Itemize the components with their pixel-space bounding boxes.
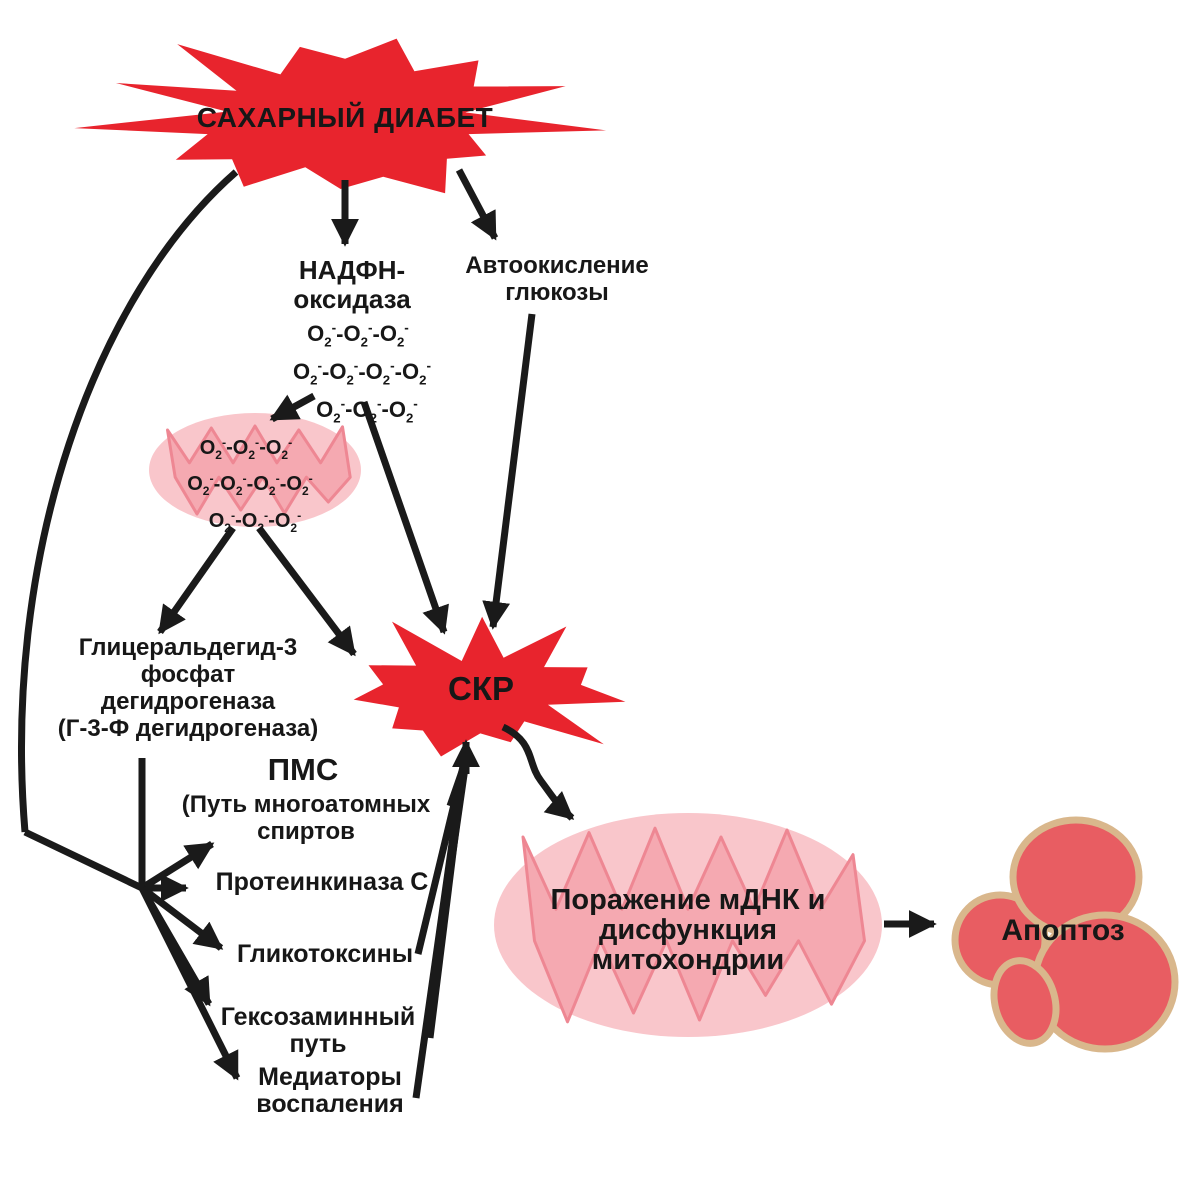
hexo-line1: Гексозаминный [220,1003,416,1031]
superoxide-radical: O2- [241,508,269,535]
superoxide-radical: O2- [329,358,359,388]
arrow-junction-mediators [138,886,241,1081]
superoxide-radical: O2- [402,358,432,388]
node-glycotoxins: Гликотоксины [236,940,414,968]
ros-row: O2--O2--O2- [307,321,409,350]
ros-row: O2--O2--O2- [208,508,302,535]
superoxide-radical: O2- [253,471,280,499]
nadph-line1: НАДФН- [298,255,406,285]
node-g3f-dehydrogenase: Глицеральдегид-3 фосфат дегидрогеназа (Г… [58,634,318,742]
node-nadph-oxidase: НАДФН- оксидаза [293,256,410,314]
diabetes-starburst [74,38,607,194]
curve-diabetes-left [18,169,239,833]
apoptosis-cell [951,816,1179,1053]
arrow-ellipse-g3f [157,525,236,635]
mito-line1: Поражение мДНК и [550,884,826,916]
superoxide-radical: O2- [388,396,418,426]
superoxide-radical: O2- [265,435,293,462]
arrow-diabetes-autoox [455,168,499,241]
arrow-ellipse-skr [256,525,357,657]
ros-row: O2--O2--O2--O2- [292,358,432,388]
superoxide-radical: O2- [208,508,236,535]
apoptotic-body-small [990,957,1060,1047]
ros-mitochondrion-cristae [166,424,352,516]
superoxide-radical: O2- [286,471,313,499]
mito-line2: дисфункция [598,914,778,946]
g3f-line3: дегидрогеназа [100,688,276,715]
ros-cloud-mitochondrion: O2--O2--O2- O2--O2--O2--O2- O2--O2--O2- [187,430,313,540]
superoxide-radical: O2- [187,471,214,499]
arrow-skr-mitochondrion [501,723,575,821]
ros-row: O2--O2--O2- [199,435,293,462]
superoxide-radical: O2- [379,321,409,350]
node-inflammation-mediators: Медиаторы воспаления [256,1064,403,1118]
nadph-line2: оксидаза [293,284,411,314]
hexo-line2: путь [289,1030,347,1058]
arrows [18,168,937,1099]
line-mediators-converge [412,765,467,1099]
pms-line2: (Путь многоатомных [181,791,431,818]
skr-starburst [353,616,626,757]
node-skr: СКР [448,670,514,707]
arrow-cloud-skr [360,400,449,635]
g3f-line2: фосфат [140,661,236,688]
med-line1: Медиаторы [258,1063,402,1091]
arrow-junction-pms [140,841,215,891]
g3f-line4: (Г-3-Ф дегидрогеназа) [57,715,319,742]
arrow-junction-glyco [139,885,224,951]
node-glucose-autooxidation: Автоокисление глюкозы [465,252,649,306]
superoxide-radical: O2- [232,435,260,462]
autoox-line1: Автоокисление [465,252,649,279]
node-mdna-damage: Поражение мДНК и дисфункция митохондрии [551,885,826,975]
node-protein-kinase-c: Протеинкиназа С [215,868,429,896]
line-curve-junction [23,828,144,892]
autoox-line2: глюкозы [505,279,609,306]
superoxide-radical: O2- [199,435,227,462]
node-diabetes: САХАРНЫЙ ДИАБЕТ [196,102,494,133]
mitochondrion-cristae [521,826,866,1024]
superoxide-radical: O2- [352,396,382,426]
superoxide-radical: O2- [220,471,247,499]
pms-line3: спиртов [257,818,355,845]
node-apoptosis: Апоптоз [1001,914,1125,947]
node-pms-title: ПМС [267,752,339,787]
node-pms-subtitle: (Путь многоатомных спиртов [182,791,431,845]
superoxide-radical: O2- [274,508,302,535]
superoxide-radical: O2- [316,396,346,426]
ros-row: O2--O2--O2--O2- [187,471,313,499]
mito-line3: митохондрии [591,944,785,976]
ros-cloud-top: O2--O2--O2- O2--O2--O2--O2- O2--O2--O2- [293,317,431,430]
g3f-line1: Глицеральдегид-3 [78,634,298,661]
ros-row: O2--O2--O2- [316,396,418,426]
superoxide-radical: O2- [292,358,322,388]
superoxide-radical: O2- [343,321,373,350]
arrow-autoox-skr [482,313,536,630]
arrow-cloud-ellipse [269,392,316,423]
superoxide-radical: O2- [307,321,337,350]
med-line2: воспаления [256,1090,404,1118]
superoxide-radical: O2- [365,358,395,388]
node-hexosamine-pathway: Гексозаминный путь [221,1004,416,1058]
